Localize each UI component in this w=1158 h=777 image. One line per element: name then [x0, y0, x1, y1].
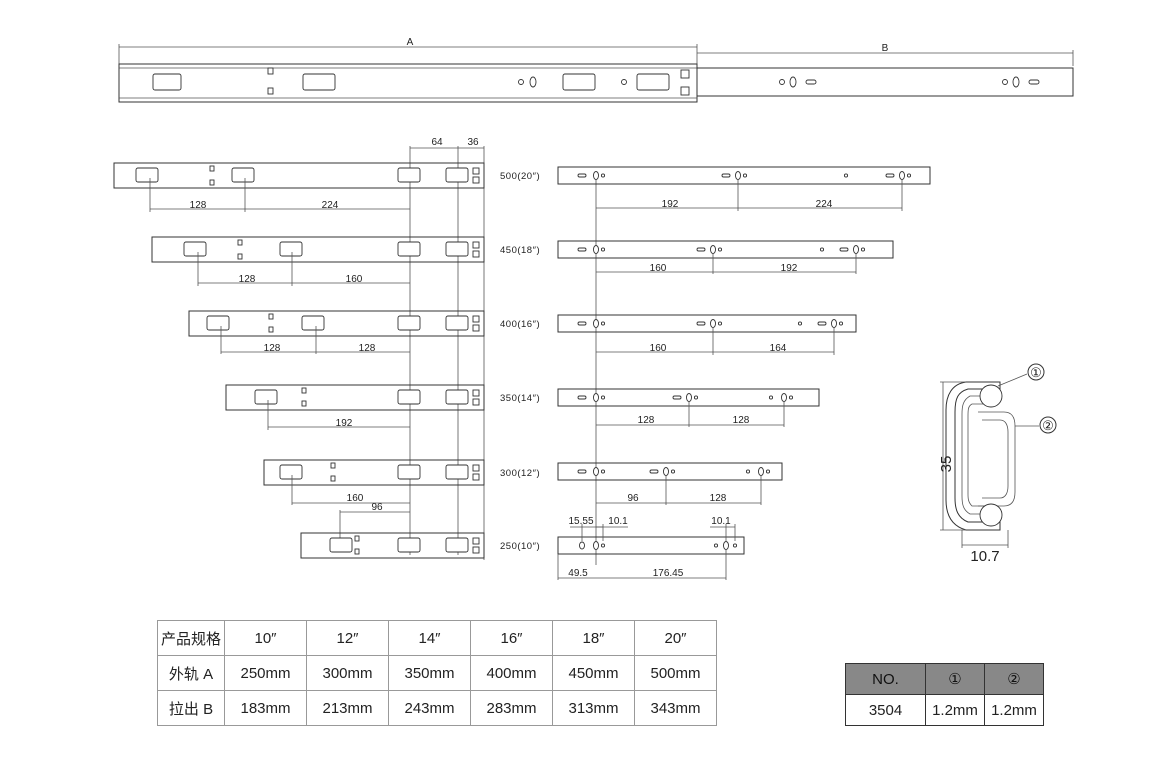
dim-value: 160 [346, 274, 363, 285]
thickness-cell: 3504 [845, 694, 926, 726]
profile-width: 10.7 [970, 548, 999, 565]
spec-cell: 外轨 A [157, 655, 225, 691]
dim-value: 164 [770, 343, 787, 354]
size-label: 250(10″) [500, 541, 540, 552]
dim-value: 160 [347, 493, 364, 504]
dim-value: 49.5 [568, 568, 588, 579]
right-rail-500: 192 224 [557, 166, 931, 211]
spec-cell: 350mm [388, 655, 471, 691]
thickness-header-cell: ② [984, 663, 1044, 695]
left-rail-400: 128 128 [188, 310, 485, 354]
thickness-cell: 1.2mm [984, 694, 1044, 726]
spec-cell: 343mm [634, 690, 717, 726]
thickness-table: NO. ① ② 3504 1.2mm 1.2mm [845, 663, 1044, 726]
size-label: 350(14″) [500, 393, 540, 404]
left-rail-300: 160 96 [263, 459, 485, 548]
dim-value: 128 [638, 415, 655, 426]
marker-2: ② [1042, 418, 1054, 433]
spec-cell: 450mm [552, 655, 635, 691]
dim-64: 64 [431, 137, 443, 148]
spec-cell: 243mm [388, 690, 471, 726]
rail-cross-section: 35 10.7 ① ② [938, 363, 1057, 565]
dim-value: 128 [190, 200, 207, 211]
profile-height: 35 [938, 456, 955, 473]
thickness-cell: 1.2mm [925, 694, 985, 726]
size-label: 500(20″) [500, 171, 540, 182]
dim-value: 160 [650, 263, 667, 274]
spec-header-cell: 18″ [552, 620, 635, 656]
dim-value: 10.1 [711, 516, 731, 527]
top-assembly-view: A B [118, 37, 1074, 103]
thickness-header-cell: ① [925, 663, 985, 695]
dim-label-b: B [882, 43, 889, 54]
dim-value: 10.1 [608, 516, 628, 527]
dim-value: 128 [733, 415, 750, 426]
dim-value: 96 [371, 502, 383, 513]
dim-value: 128 [710, 493, 727, 504]
thickness-header-row: NO. ① ② [845, 663, 1044, 695]
spec-cell: 213mm [306, 690, 389, 726]
dim-value: 224 [816, 199, 833, 210]
spec-row-b: 拉出 B 183mm 213mm 243mm 283mm 313mm 343mm [157, 690, 717, 726]
left-rail-350: 192 [225, 384, 485, 430]
spec-cell: 183mm [224, 690, 307, 726]
right-rail-250: 15.55 10.1 10.1 49.5 176.45 [557, 516, 745, 580]
spec-header-cell: 12″ [306, 620, 389, 656]
dim-value: 192 [336, 418, 353, 429]
right-rail-300: 96 128 [557, 462, 783, 505]
dim-36: 36 [467, 137, 479, 148]
right-rail-350: 128 128 [557, 388, 820, 427]
spec-cell: 400mm [470, 655, 553, 691]
spec-row-a: 外轨 A 250mm 300mm 350mm 400mm 450mm 500mm [157, 655, 717, 691]
spec-header-cell: 16″ [470, 620, 553, 656]
spec-header-cell: 产品规格 [157, 620, 225, 656]
dim-value: 15.55 [568, 516, 593, 527]
spec-header-cell: 14″ [388, 620, 471, 656]
dim-value: 128 [264, 343, 281, 354]
spec-header-row: 产品规格 10″ 12″ 14″ 16″ 18″ 20″ [157, 620, 717, 656]
dim-value: 128 [239, 274, 256, 285]
spec-cell: 拉出 B [157, 690, 225, 726]
size-label: 400(16″) [500, 319, 540, 330]
dim-value: 160 [650, 343, 667, 354]
right-rail-450: 160 192 [557, 240, 894, 274]
left-rail-450: 128 160 [151, 236, 485, 286]
left-rail-500: 128 224 [113, 162, 485, 212]
spec-header-cell: 20″ [634, 620, 717, 656]
spec-cell: 300mm [306, 655, 389, 691]
size-label: 300(12″) [500, 468, 540, 479]
thickness-header-cell: NO. [845, 663, 926, 695]
size-label: 450(18″) [500, 245, 540, 256]
spec-cell: 250mm [224, 655, 307, 691]
left-rail-250 [300, 532, 485, 559]
dim-value: 192 [781, 263, 798, 274]
dim-value: 96 [627, 493, 639, 504]
spec-cell: 313mm [552, 690, 635, 726]
spec-cell: 500mm [634, 655, 717, 691]
spec-table: 产品规格 10″ 12″ 14″ 16″ 18″ 20″ 外轨 A 250mm … [157, 620, 717, 726]
marker-1: ① [1030, 365, 1042, 380]
spec-header-cell: 10″ [224, 620, 307, 656]
dim-value: 176.45 [653, 568, 684, 579]
dim-label-a: A [407, 37, 414, 48]
dim-value: 192 [662, 199, 679, 210]
reference-lines: 64 36 [409, 137, 597, 565]
right-rail-400: 160 164 [557, 314, 857, 355]
spec-cell: 283mm [470, 690, 553, 726]
dim-value: 224 [322, 200, 339, 211]
size-labels: 500(20″) 450(18″) 400(16″) 350(14″) 300(… [500, 171, 540, 552]
thickness-row: 3504 1.2mm 1.2mm [845, 694, 1044, 726]
dim-value: 128 [359, 343, 376, 354]
